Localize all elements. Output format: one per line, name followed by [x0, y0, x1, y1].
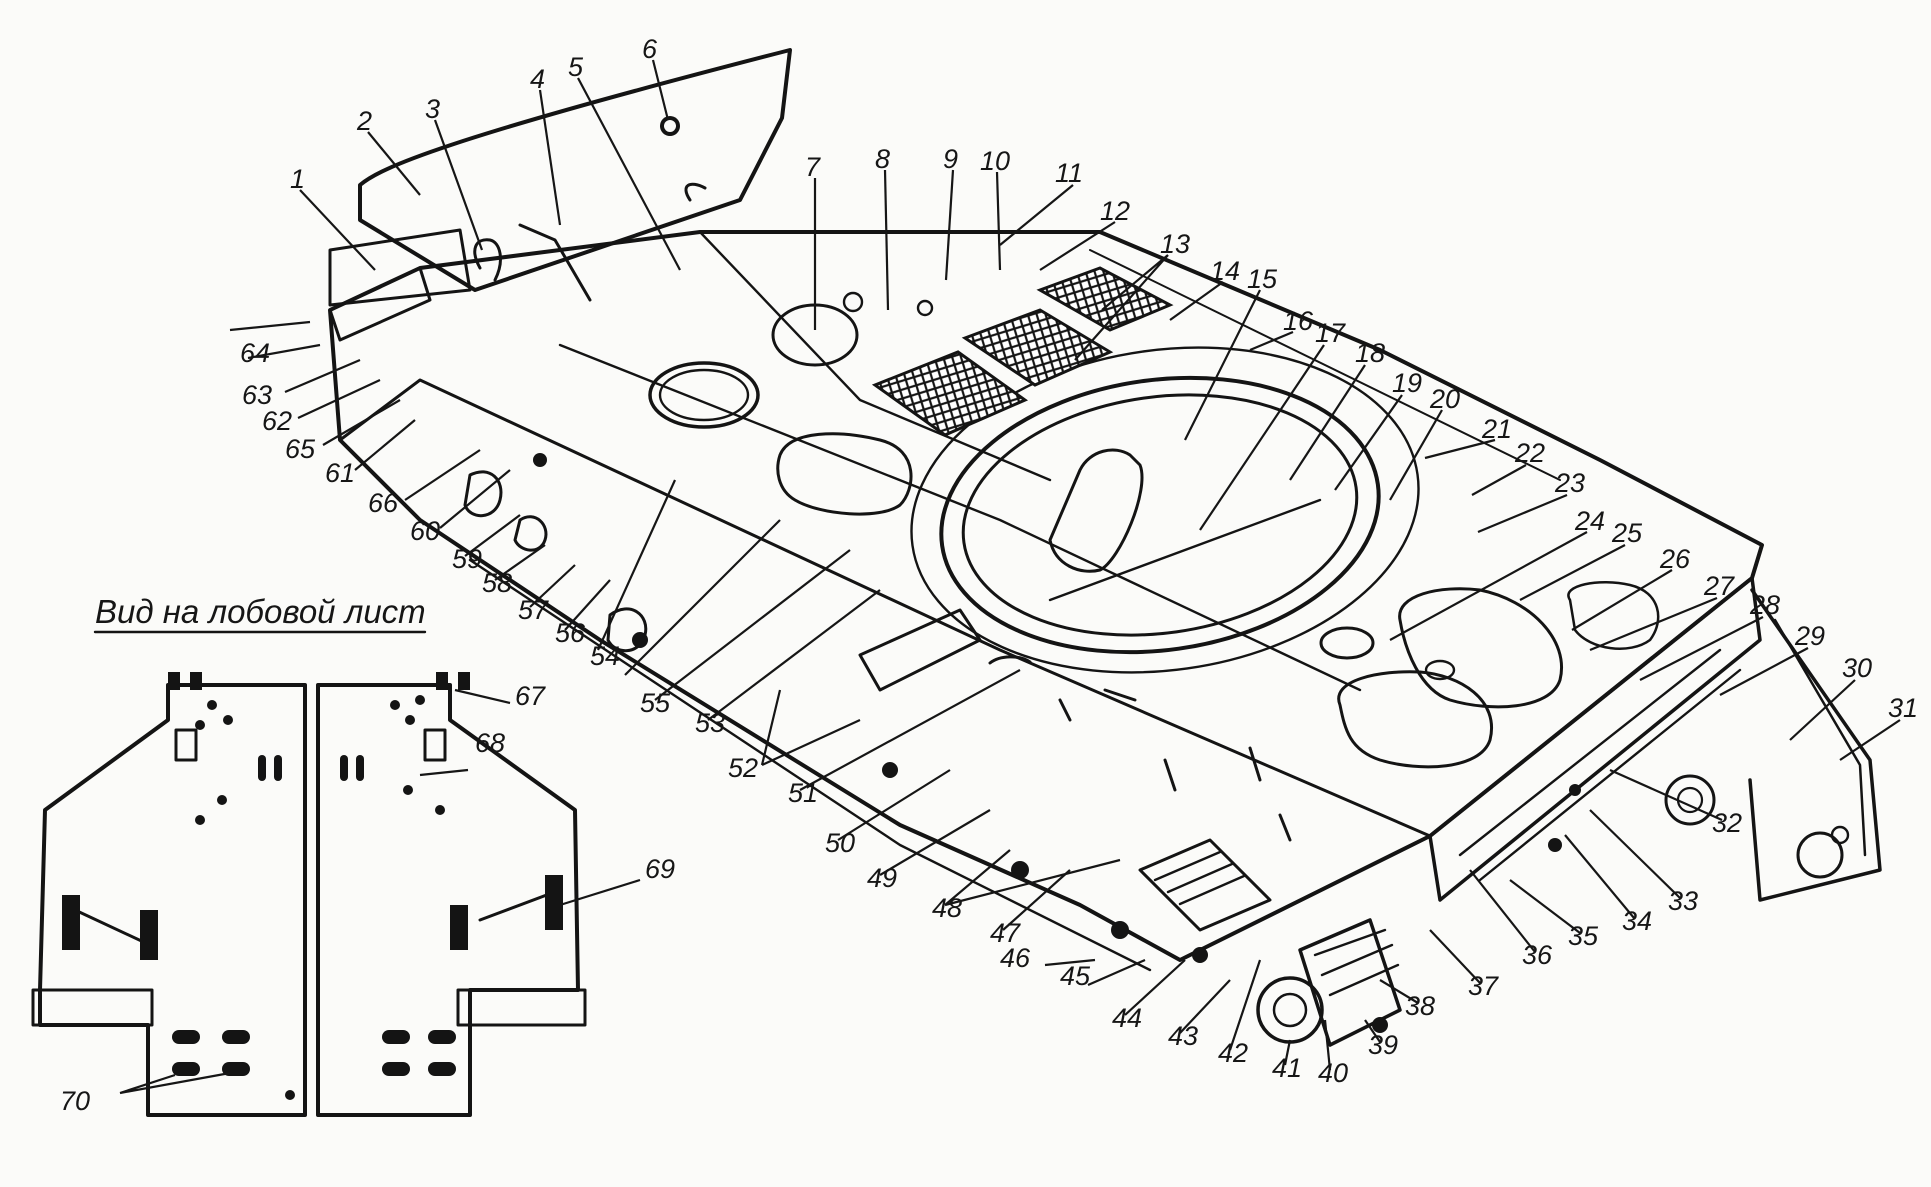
callout-52: 52 — [728, 753, 758, 783]
callout-62: 62 — [262, 406, 292, 436]
callout-45: 45 — [1060, 961, 1091, 991]
callout-6: 6 — [642, 34, 658, 64]
callout-47: 47 — [990, 918, 1021, 948]
callout-39: 39 — [1368, 1030, 1398, 1060]
front-deflector-plate — [328, 48, 792, 307]
callout-61: 61 — [325, 458, 355, 488]
callout-24: 24 — [1574, 506, 1605, 536]
callout-67: 67 — [515, 681, 546, 711]
callout-35: 35 — [1568, 921, 1599, 951]
callout-10: 10 — [980, 146, 1010, 176]
callout-21: 21 — [1481, 414, 1512, 444]
inset-caption: Вид на лобовой лист — [95, 593, 426, 630]
callout-30: 30 — [1842, 653, 1872, 683]
callout-5: 5 — [568, 52, 584, 82]
callout-20: 20 — [1429, 384, 1460, 414]
callout-labels: 1 2 3 4 5 6 7 8 9 10 11 12 13 14 15 16 1… — [60, 34, 1918, 1116]
callout-66: 66 — [368, 488, 399, 518]
callout-16: 16 — [1283, 306, 1314, 336]
callout-1: 1 — [290, 164, 305, 194]
callout-48: 48 — [932, 893, 962, 923]
callout-23: 23 — [1554, 468, 1585, 498]
callout-13: 13 — [1160, 229, 1190, 259]
leader-lines — [119, 59, 1901, 1095]
callout-57: 57 — [518, 595, 549, 625]
callout-37: 37 — [1468, 971, 1499, 1001]
callout-15: 15 — [1247, 264, 1278, 294]
callout-33: 33 — [1668, 886, 1698, 916]
callout-42: 42 — [1218, 1038, 1248, 1068]
callout-31: 31 — [1888, 693, 1918, 723]
callout-32: 32 — [1712, 808, 1742, 838]
callout-3: 3 — [425, 94, 440, 124]
callout-17: 17 — [1315, 318, 1346, 348]
callout-46: 46 — [1000, 943, 1031, 973]
callout-56: 56 — [555, 618, 586, 648]
callout-11: 11 — [1055, 158, 1083, 188]
callout-41: 41 — [1272, 1053, 1302, 1083]
callout-36: 36 — [1522, 940, 1553, 970]
callout-70: 70 — [60, 1086, 90, 1116]
callout-19: 19 — [1392, 368, 1422, 398]
callout-34: 34 — [1622, 906, 1652, 936]
callout-27: 27 — [1703, 571, 1735, 601]
callout-8: 8 — [875, 144, 890, 174]
callout-51: 51 — [788, 778, 818, 808]
callout-43: 43 — [1168, 1021, 1198, 1051]
callout-54: 54 — [590, 641, 620, 671]
callout-22: 22 — [1514, 438, 1545, 468]
callout-63: 63 — [242, 380, 272, 410]
callout-55: 55 — [640, 688, 671, 718]
callout-14: 14 — [1210, 256, 1240, 286]
hull-body — [328, 230, 1882, 1047]
callout-53: 53 — [695, 708, 725, 738]
callout-58: 58 — [482, 568, 512, 598]
front-plate-inset — [31, 630, 587, 1117]
callout-26: 26 — [1659, 544, 1691, 574]
callout-28: 28 — [1749, 590, 1780, 620]
callout-9: 9 — [943, 144, 958, 174]
callout-68: 68 — [475, 728, 505, 758]
callout-18: 18 — [1355, 338, 1385, 368]
callout-49: 49 — [867, 863, 897, 893]
callout-12: 12 — [1100, 196, 1130, 226]
callout-64: 64 — [240, 338, 270, 368]
callout-38: 38 — [1405, 991, 1435, 1021]
callout-44: 44 — [1112, 1003, 1142, 1033]
callout-59: 59 — [452, 544, 482, 574]
callout-60: 60 — [410, 516, 440, 546]
lower-bolt-pairs — [172, 1030, 456, 1076]
callout-4: 4 — [530, 64, 545, 94]
callout-50: 50 — [825, 828, 855, 858]
callout-29: 29 — [1794, 621, 1825, 651]
callout-65: 65 — [285, 434, 316, 464]
callout-69: 69 — [645, 854, 675, 884]
callout-25: 25 — [1611, 518, 1643, 548]
callout-7: 7 — [805, 152, 821, 182]
callout-40: 40 — [1318, 1058, 1348, 1088]
callout-2: 2 — [356, 106, 372, 136]
